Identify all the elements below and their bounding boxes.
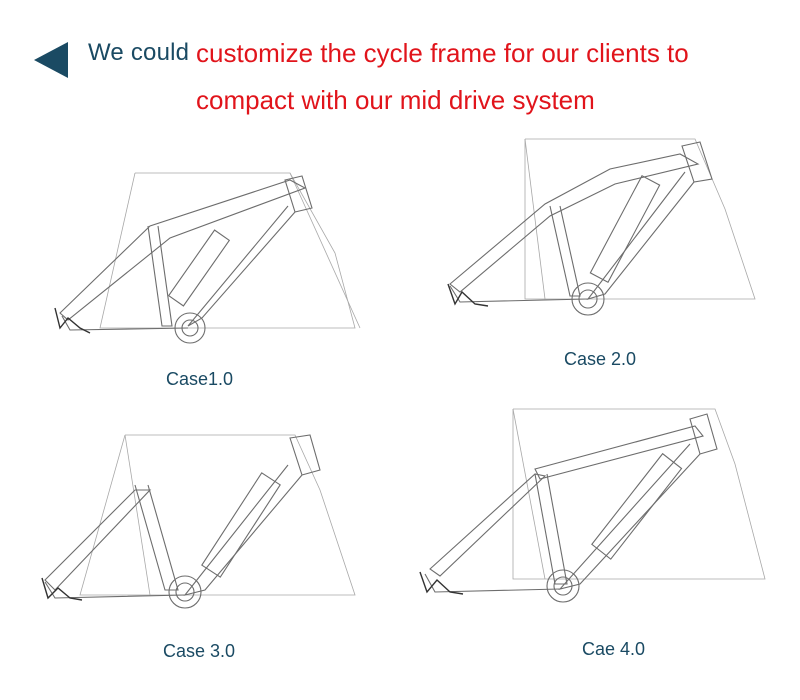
case-caption-3: Case 3.0 [163,641,236,661]
frame-drawing-case-4 [405,404,775,604]
case-caption-2: Case 2.0 [564,349,637,369]
triangle-left-icon [34,42,68,78]
frame-drawing-case-2 [430,134,775,334]
case-caption-4: Cae 4.0 [582,639,646,659]
headline: customize the cycle frame for our client… [196,38,689,115]
intro-text: We could [88,39,190,66]
frame-drawing-case-3 [30,430,370,615]
frame-drawing-case-1 [40,168,380,358]
case-caption-1: Case1.0 [166,369,234,389]
